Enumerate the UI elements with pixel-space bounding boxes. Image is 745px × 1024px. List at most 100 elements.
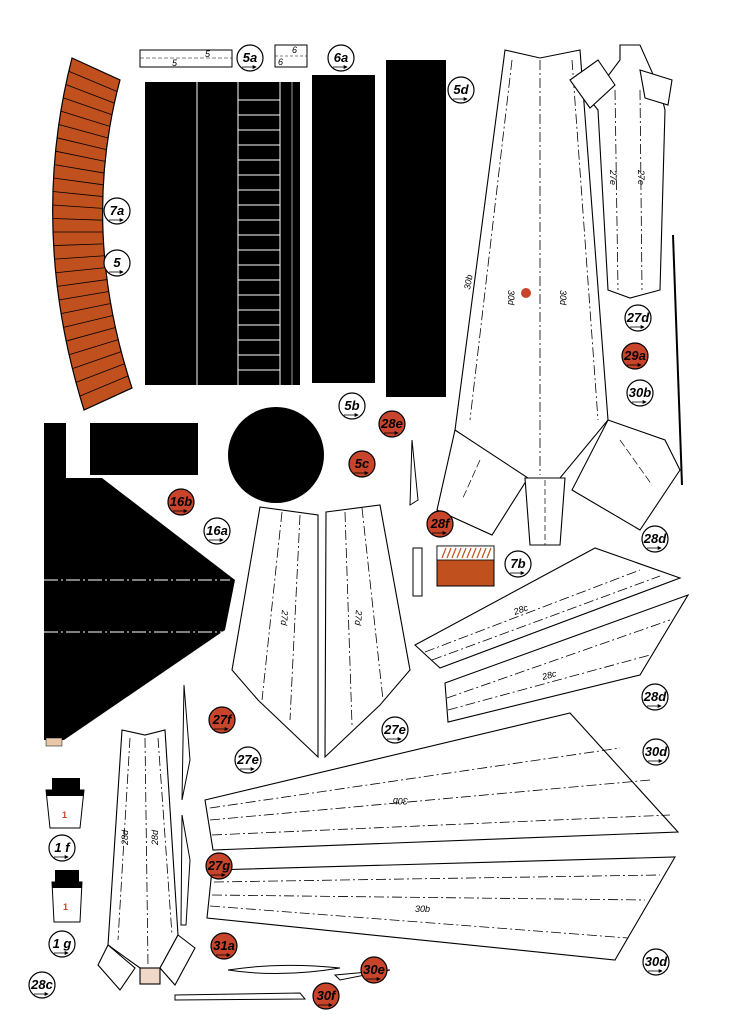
part-1g-block: 1 <box>51 870 83 923</box>
part-30b-wing-lower-text: 30b <box>415 904 430 914</box>
label-30e-text: 30e <box>363 962 385 977</box>
label-27f-text: 27f <box>212 712 233 727</box>
label-28e-text: 28e <box>380 416 403 431</box>
label-27e-right-text: 27e <box>383 722 406 737</box>
label-30b-top: 30b <box>626 379 654 407</box>
part-27g-sliver <box>180 814 191 926</box>
part-6a-number: 6 <box>292 45 297 55</box>
label-7a: 7a <box>103 197 131 225</box>
label-7a-text: 7a <box>110 203 124 218</box>
label-1f-text: 1 f <box>54 840 71 855</box>
label-28f: 28f <box>426 510 454 538</box>
label-5-text: 5 <box>113 255 121 270</box>
label-28f-text: 28f <box>430 516 451 531</box>
label-5a: 5a <box>236 44 264 72</box>
part-27e-text-a: 27e <box>608 169 618 185</box>
label-6a: 6a <box>327 44 355 72</box>
label-31a-text: 31a <box>213 938 235 953</box>
part-28c-tailplane-upper <box>414 547 682 669</box>
part-7a-curved-strip <box>52 57 133 411</box>
part-6a-box: 6 6 <box>274 44 308 68</box>
part-30b-side-text: 30b <box>462 274 474 291</box>
label-30d-top: 30d <box>642 738 670 766</box>
part-5-black-panel <box>145 82 300 385</box>
label-7b: 7b <box>504 550 532 578</box>
label-5d-text: 5d <box>453 82 469 97</box>
part-30d-fuselage-top <box>436 49 681 546</box>
part-1f-block: 1 <box>45 778 85 829</box>
label-16a-text: 16a <box>206 523 228 538</box>
label-16a: 16a <box>203 517 231 545</box>
label-30f: 30f <box>312 982 340 1010</box>
part-28c-lower-text: 28c <box>540 668 558 682</box>
label-28c-text: 28c <box>30 977 53 992</box>
part-29a-thin-strip <box>672 234 683 486</box>
label-16b: 16b <box>167 488 195 516</box>
label-27e-left: 27e <box>234 746 262 774</box>
part-7b-rust-pattern <box>436 545 495 587</box>
label-30d-bottom: 30d <box>642 948 670 976</box>
part-28e-sliver <box>409 439 419 506</box>
part-30d-text-a: 30d <box>506 290 516 306</box>
label-27g: 27g <box>205 852 233 880</box>
part-27e-nose-top <box>569 44 673 299</box>
label-28d-top: 28d <box>641 525 669 553</box>
label-16b-text: 16b <box>170 494 192 509</box>
part-1f-number: 1 <box>62 810 67 820</box>
part-31a-sliver <box>227 964 341 975</box>
part-5b-black-panel <box>312 75 375 383</box>
label-27d-top-text: 27d <box>626 310 650 325</box>
label-27e-left-text: 27e <box>236 752 259 767</box>
part-30b-wing-lower <box>206 856 676 961</box>
part-30f-sliver <box>174 992 307 1001</box>
part-27f-sliver <box>181 684 191 801</box>
label-27f: 27f <box>208 706 236 734</box>
label-30d-bottom-text: 30d <box>645 954 668 969</box>
part-27d-fin-left <box>231 506 319 759</box>
label-28d-bottom: 28d <box>641 683 669 711</box>
part-30d-text-b: 30d <box>558 290 568 306</box>
part-1g-number: 1 <box>63 902 68 912</box>
part-28d-fuselage-bottom <box>97 729 196 991</box>
part-27d-fin-right <box>324 504 411 759</box>
label-27e-right: 27e <box>381 716 409 744</box>
label-7b-text: 7b <box>510 556 525 571</box>
part-28c-tailplane-lower <box>444 593 690 723</box>
label-5d: 5d <box>447 76 475 104</box>
label-28d-bottom-text: 28d <box>643 689 667 704</box>
part-28d-text-b: 28d <box>150 829 160 846</box>
label-5: 5 <box>103 249 131 277</box>
part-5a-strip: 5 5 <box>139 49 233 68</box>
part-27e-text-b: 27e <box>636 169 646 185</box>
label-27g-text: 27g <box>207 858 230 873</box>
part-30b-wing-upper-text: 30b <box>393 796 408 806</box>
label-28c: 28c <box>28 971 56 999</box>
part-27d-fin-text-b: 27d <box>353 609 364 627</box>
part-5a-number: 5 <box>205 49 211 59</box>
label-1f: 1 f <box>48 834 76 862</box>
label-27d-top: 27d <box>624 304 652 332</box>
part-30b-wing-upper <box>204 712 680 851</box>
label-28e: 28e <box>378 410 406 438</box>
part-5a-number-2: 5 <box>172 58 178 68</box>
label-29a: 29a <box>621 342 649 370</box>
label-5c-text: 5c <box>355 456 370 471</box>
label-30b-top-text: 30b <box>629 385 651 400</box>
part-27d-fin-text-a: 27d <box>279 609 290 627</box>
label-30f-text: 30f <box>317 988 337 1003</box>
part-28d-text-a: 28d <box>120 829 130 846</box>
label-5c: 5c <box>348 450 376 478</box>
label-30d-top-text: 30d <box>645 744 668 759</box>
part-16a-black-wedge <box>44 423 235 747</box>
part-5c-black-disc <box>228 407 324 503</box>
part-16b-black-rect <box>90 423 198 475</box>
part-5d-black-panel <box>386 60 446 397</box>
label-5a-text: 5a <box>243 50 257 65</box>
label-1g-text: 1 g <box>53 936 72 951</box>
part-6a-number-2: 6 <box>278 57 283 67</box>
label-6a-text: 6a <box>334 50 348 65</box>
label-5b-text: 5b <box>344 398 359 413</box>
label-28d-top-text: 28d <box>643 531 667 546</box>
label-5b: 5b <box>338 392 366 420</box>
